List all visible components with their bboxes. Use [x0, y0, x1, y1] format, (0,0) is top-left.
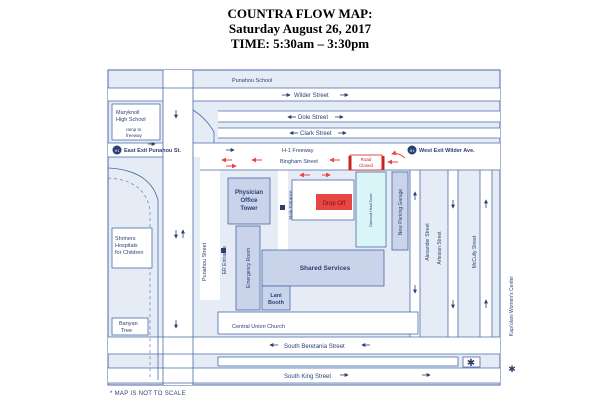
main-entrance-road — [278, 170, 288, 290]
shriners-block — [111, 227, 153, 269]
drop-off-box — [316, 194, 352, 210]
road-closed-label-1: Road — [361, 157, 372, 162]
er-entrance-label: ER Entrance — [222, 246, 228, 275]
h1-shield-west-icon — [407, 145, 417, 155]
kapiolani-star-icon: ✱ — [467, 358, 475, 369]
lani-booth — [261, 285, 291, 311]
kapiolani-legend-star-icon: ✱ — [508, 365, 516, 375]
road-closed-label-2: Closed — [359, 163, 374, 168]
wilder-street-label: Wilder Street — [294, 93, 329, 99]
diamond-head-tower — [355, 171, 387, 248]
south-beretania-road — [108, 337, 500, 354]
map-title-time: TIME: 5:30am – 3:30pm — [230, 36, 370, 51]
er-entrance-marker — [221, 248, 226, 253]
clark-street-road — [218, 128, 500, 138]
artesian-street-road — [448, 170, 458, 345]
shriners-label-3: for Children — [115, 250, 143, 256]
beretania-block — [217, 356, 459, 367]
ramp-curve-dashed — [107, 177, 151, 380]
alexander-street-label: Alexander Street — [425, 223, 431, 261]
h1-freeway-road — [108, 143, 500, 157]
lani-label-2: Booth — [268, 300, 285, 306]
maryknoll-label-2: High School — [116, 117, 146, 123]
clark-street-label: Clark Street — [300, 131, 332, 137]
central-union-church — [217, 311, 419, 335]
maryknoll-label-1: Maryknoll — [116, 110, 140, 116]
h1-shield-east-icon — [112, 145, 122, 155]
banyan-label-2: Tree — [121, 328, 132, 334]
main-entrance-label: Main Entrance — [288, 190, 293, 220]
mccully-street-label: McCully Street — [472, 235, 478, 268]
er-entrance-road — [200, 170, 220, 300]
emergency-room — [235, 225, 261, 311]
punahou-street-road — [163, 70, 193, 385]
dole-street-road — [218, 111, 500, 122]
central-union-church-label: Central Union Church — [232, 324, 285, 330]
physician-office-tower — [227, 177, 271, 225]
new-parking-garage — [391, 171, 409, 251]
kapiolani-label: Kapi’olani Women’s Center — [509, 276, 515, 336]
alexander-street-road — [410, 170, 420, 345]
punahou-street-label: Punahou Street — [202, 242, 208, 281]
diamond-head-tower-label: Diamond Head Tower — [369, 192, 373, 226]
h1-shield-east-text: H1 — [115, 149, 120, 153]
lani-label-1: Lani — [270, 293, 282, 299]
shriners-label-2: Hospitals — [115, 243, 138, 249]
south-beretania-label: South Beretania Street — [284, 344, 345, 350]
punahou-school-label: Punahou School — [232, 78, 272, 84]
map-title-line1: COUNTRA FLOW MAP: — [227, 6, 373, 21]
drop-off-label: Drop Off — [323, 201, 346, 207]
kapiolani-block — [462, 356, 481, 368]
emergency-room-label: Emergency Room — [246, 248, 252, 288]
shriners-label-1: Shriners — [115, 236, 136, 242]
west-exit-label: West Exit Wilder Ave. — [419, 148, 475, 154]
physician-label-3: Tower — [240, 206, 258, 212]
artesian-street-label: Artesian Street — [437, 231, 443, 265]
ramp-curve — [107, 167, 159, 380]
ramp-label-2: freeway — [126, 133, 143, 138]
maryknoll-block — [111, 103, 161, 141]
south-king-road — [108, 368, 500, 383]
new-parking-garage-label: New Parking Garage — [398, 189, 404, 236]
freeway-ramp-curve — [192, 109, 215, 143]
banyan-block — [111, 317, 149, 336]
east-exit-label: East Exit Punahou St. — [124, 148, 181, 154]
map-title-date: Saturday August 26, 2017 — [228, 21, 372, 36]
bingham-street-label: Bingham Street — [280, 159, 318, 165]
h1-freeway-label: H-1 Freeway — [282, 148, 314, 154]
physician-label-2: Office — [240, 198, 258, 204]
south-king-label: South King Street — [284, 374, 331, 380]
shared-services — [261, 249, 385, 287]
physician-label-1: Physician — [235, 190, 263, 196]
h1-shield-west-text: H1 — [410, 149, 415, 153]
mccully-street-road — [480, 170, 492, 345]
ramp-label-1: ramp to — [126, 127, 142, 132]
main-entrance-marker — [280, 205, 285, 210]
banyan-label-1: Banyan — [119, 321, 138, 327]
wilder-street-road — [108, 88, 500, 101]
west-exit-red-arrow-icon — [391, 150, 406, 159]
dole-street-label: Dole Street — [298, 115, 328, 121]
scale-note: * MAP IS NOT TO SCALE — [110, 391, 186, 397]
shared-services-label: Shared Services — [300, 265, 351, 272]
